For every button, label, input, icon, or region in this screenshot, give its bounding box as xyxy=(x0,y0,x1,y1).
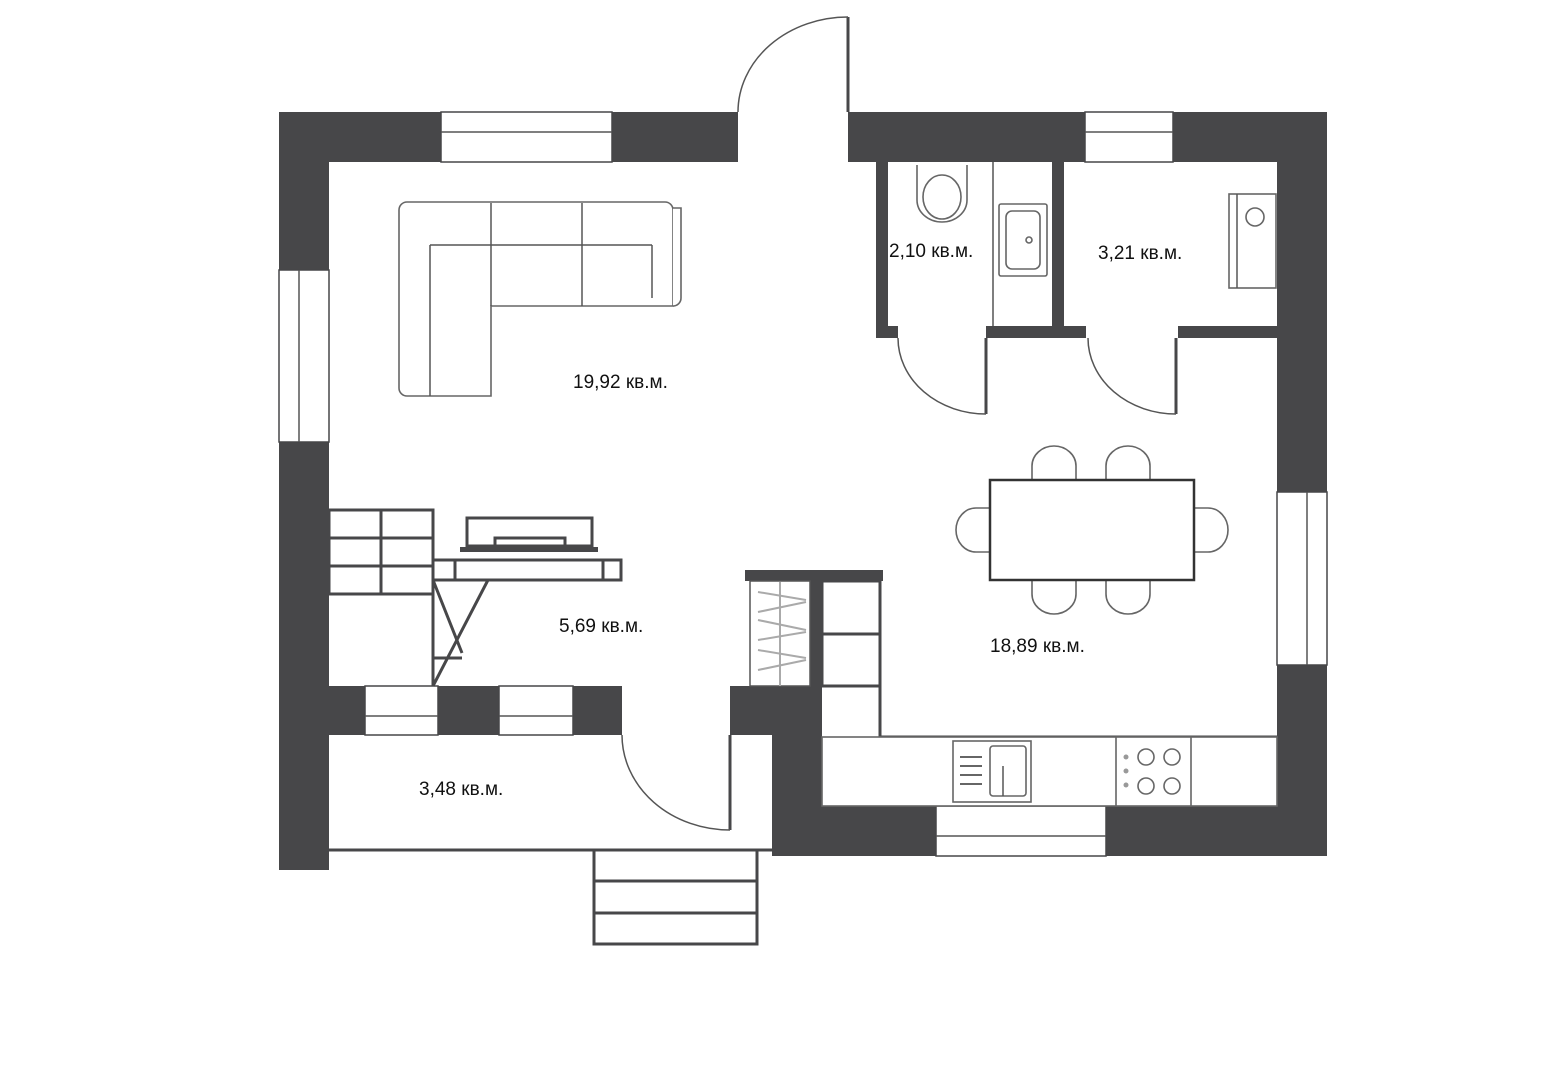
area-label-wc: 2,10 кв.м. xyxy=(889,241,973,262)
area-label-kitchen-dining: 18,89 кв.м. xyxy=(990,636,1085,657)
entrance-steps xyxy=(329,848,772,946)
area-label-living-room: 19,92 кв.м. xyxy=(573,372,668,393)
doors xyxy=(621,16,1178,831)
area-label-vestibule: 3,48 кв.м. xyxy=(419,779,503,800)
staircase xyxy=(327,508,623,687)
kitchen-counter xyxy=(821,736,1278,807)
area-labels: 19,92 кв.м. 2,10 кв.м. 3,21 кв.м. 18,89 … xyxy=(419,241,1182,800)
sofa xyxy=(398,201,682,397)
windows xyxy=(278,111,1328,857)
area-label-hall: 5,69 кв.м. xyxy=(559,616,643,637)
area-label-bathroom: 3,21 кв.м. xyxy=(1098,243,1182,264)
sanitary-fixtures xyxy=(916,162,1277,326)
wardrobe xyxy=(749,579,1277,739)
dining-table xyxy=(955,445,1229,615)
